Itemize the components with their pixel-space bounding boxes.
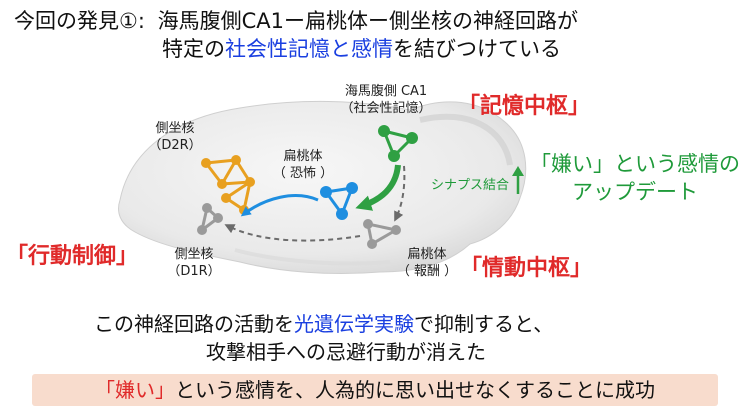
amy-to-nac-d2r-arrow xyxy=(240,194,319,217)
optogenetics-highlight: 光遺伝学実験 xyxy=(294,312,414,336)
title-line-1: 今回の発見①: 海馬腹側CA1ー扁桃体ー側坐核の神経回路が xyxy=(14,8,578,34)
title-line2-c: を結びつけている xyxy=(393,37,561,61)
up-arrow-icon xyxy=(512,166,524,194)
nac-d1r-nodes xyxy=(197,203,223,235)
emotion-center-label: 「情動中枢」 xyxy=(460,256,593,281)
amy-fear-label: 扁桃体 （ 恐怖 ） xyxy=(272,149,334,181)
result-highlight: 「嫌い」 xyxy=(95,378,175,402)
ca1-nodes xyxy=(378,125,418,162)
update-line-1: 「嫌い」という感情の xyxy=(530,152,740,176)
nac-d2r-label: 側坐核 （D2R） xyxy=(148,121,202,153)
title-highlight: 社会性記憶と感情 xyxy=(225,37,393,61)
ca1-to-amy-arrow xyxy=(355,164,401,211)
amy-fear-nodes xyxy=(320,182,358,220)
behavior-control-label: 「行動制御」 xyxy=(6,244,139,269)
amy-reward-label: 扁桃体 （ 報酬 ） xyxy=(396,247,458,279)
title-line2-a: 特定の xyxy=(162,37,225,61)
title-text: 海馬腹側CA1ー扁桃体ー側坐核の神経回路が xyxy=(157,9,578,33)
result-text: 「嫌い」という感情を、人為的に思い出せなくすることに成功 xyxy=(95,378,655,402)
amy-reward-nodes xyxy=(363,219,401,249)
synapse-label: シナプス結合 xyxy=(431,178,510,193)
memory-center-label: 「記憶中枢」 xyxy=(458,94,591,119)
ca1-label: 海馬腹側 CA1 （社会性記憶） xyxy=(340,84,432,116)
amy-reward-to-nac-d1r-dashed-arrow xyxy=(224,224,361,242)
body-line-1: この神経回路の活動を光遺伝学実験で抑制すると、 xyxy=(94,312,554,336)
body-line-2: 攻撃相手への忌避行動が消えた xyxy=(206,340,486,364)
title-line-2: 特定の社会性記憶と感情を結びつけている xyxy=(162,36,561,62)
title-prefix: 今回の発見①: xyxy=(14,9,145,33)
result-box: 「嫌い」という感情を、人為的に思い出せなくすることに成功 xyxy=(32,374,718,406)
update-line-2: アップデート xyxy=(572,180,698,204)
nac-d1r-label: 側坐核 （D1R） xyxy=(167,247,221,279)
